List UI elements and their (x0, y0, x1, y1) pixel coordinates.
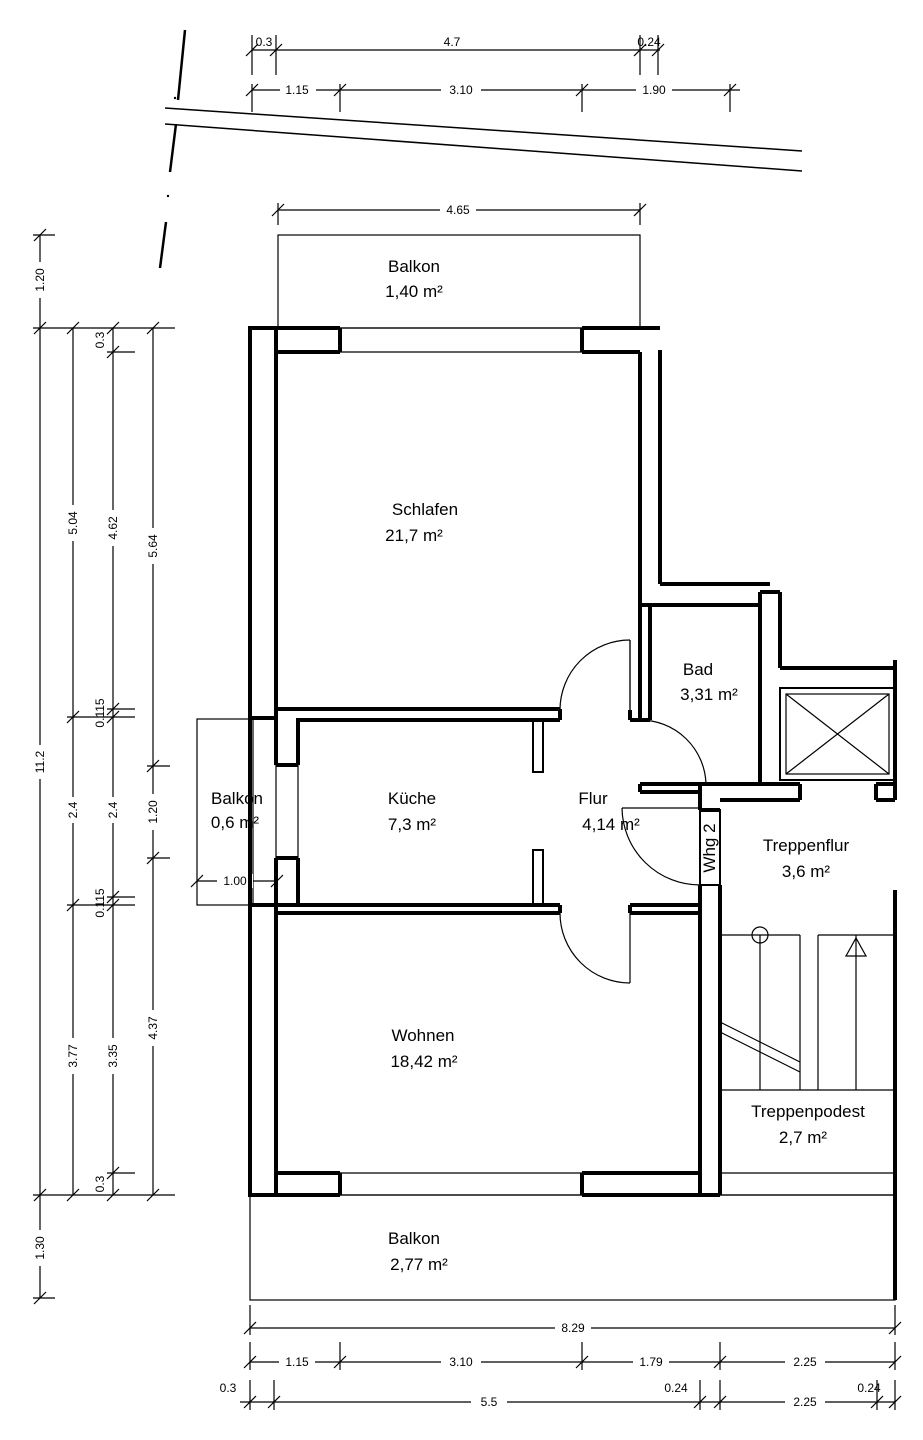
walls (248, 326, 897, 1300)
balkon-top-area: 1,40 m² (385, 282, 443, 301)
dim-bottom-0-3: 0.3 (220, 1381, 237, 1395)
elevator-shaft (779, 687, 896, 781)
dim-bottom-0-24b: 0.24 (857, 1381, 881, 1395)
dim-top-4-7: 4.7 (444, 35, 461, 49)
dim-left-5-04: 5.04 (66, 511, 80, 535)
wohnen-area: 18,42 m² (390, 1052, 457, 1071)
dim-left-0-3b: 0.3 (93, 1175, 107, 1192)
dim-top-1-15: 1.15 (285, 83, 309, 97)
dim-bottom-total: 8.29 (561, 1321, 585, 1335)
dim-left-3-35: 3.35 (106, 1044, 120, 1068)
dim-left-2-4b: 2.4 (106, 801, 120, 818)
schlafen-area: 21,7 m² (385, 526, 443, 545)
bottom-dimensions: 8.29 1.15 3.10 1.79 2.25 0.3 (220, 1305, 902, 1410)
schlafen-label: Schlafen (392, 500, 458, 519)
dim-left-4-37: 4.37 (146, 1016, 160, 1040)
room-labels: Schlafen 21,7 m² Bad 3,31 m² Küche 7,3 m… (385, 500, 888, 1150)
whg-label: Whg 2 (700, 823, 719, 872)
dim-balkon-left-width: 1.00 (223, 874, 247, 888)
dim-left-3-77: 3.77 (66, 1044, 80, 1068)
flur-area: 4,14 m² (582, 815, 640, 834)
dim-bottom-5-5: 5.5 (481, 1395, 498, 1409)
dim-left-0-115b: 0.115 (93, 888, 107, 917)
dim-left-0-3a: 0.3 (93, 331, 107, 348)
dim-left-4-62: 4.62 (106, 516, 120, 540)
dim-top-3-10: 3.10 (449, 83, 473, 97)
dim-left-1-20b: 1.20 (146, 800, 160, 824)
staircase (719, 926, 895, 1090)
dim-bottom-1-15: 1.15 (285, 1355, 309, 1369)
wohnen-label: Wohnen (391, 1026, 454, 1045)
dim-left-5-64: 5.64 (146, 534, 160, 558)
dim-left-11-2: 11.2 (33, 750, 47, 773)
balkon-top-label: Balkon (388, 257, 440, 276)
doors (559, 639, 707, 984)
dim-top-0-3: 0.3 (256, 35, 273, 49)
treppenflur-label: Treppenflur (763, 836, 850, 855)
dim-bottom-3-10: 3.10 (449, 1355, 473, 1369)
property-boundary (158, 29, 803, 269)
kueche-label: Küche (388, 789, 436, 808)
dim-balcony-width: 4.65 (446, 203, 470, 217)
balkon-top: Balkon 1,40 m² (277, 234, 641, 329)
treppenpodest-area: 2,7 m² (779, 1128, 828, 1147)
dim-bottom-0-24a: 0.24 (664, 1381, 688, 1395)
dim-bottom-2-25b: 2.25 (793, 1395, 817, 1409)
dim-left-1-30: 1.30 (33, 1236, 47, 1260)
dim-bottom-1-79: 1.79 (639, 1355, 663, 1369)
bad-label: Bad (683, 660, 713, 679)
balkon-left: Balkon 0,6 m² 1.00 (190, 718, 284, 906)
dim-top-0-24: 0.24 (637, 35, 661, 49)
dim-left-2-4a: 2.4 (66, 801, 80, 818)
balkon-bottom: Balkon 2,77 m² (249, 1194, 896, 1301)
dim-bottom-2-25a: 2.25 (793, 1355, 817, 1369)
balkon-left-label: Balkon (211, 789, 263, 808)
left-dimensions: 1.20 11.2 1.30 5.04 2.4 3.77 0.3 (32, 228, 175, 1305)
balkon-bottom-label: Balkon (388, 1229, 440, 1248)
treppenflur-area: 3,6 m² (782, 862, 831, 881)
treppenpodest-label: Treppenpodest (751, 1102, 865, 1121)
dim-left-1-20: 1.20 (33, 268, 47, 292)
top-dimensions: 0.3 4.7 0.24 1.15 3.10 1.90 4.65 (245, 35, 740, 225)
balkon-bottom-area: 2,77 m² (390, 1255, 448, 1274)
bad-area: 3,31 m² (680, 685, 738, 704)
dim-top-1-90: 1.90 (642, 83, 666, 97)
flur-label: Flur (578, 789, 608, 808)
kueche-area: 7,3 m² (388, 815, 437, 834)
balkon-left-area: 0,6 m² (211, 813, 260, 832)
dim-left-0-115a: 0.115 (93, 698, 107, 727)
